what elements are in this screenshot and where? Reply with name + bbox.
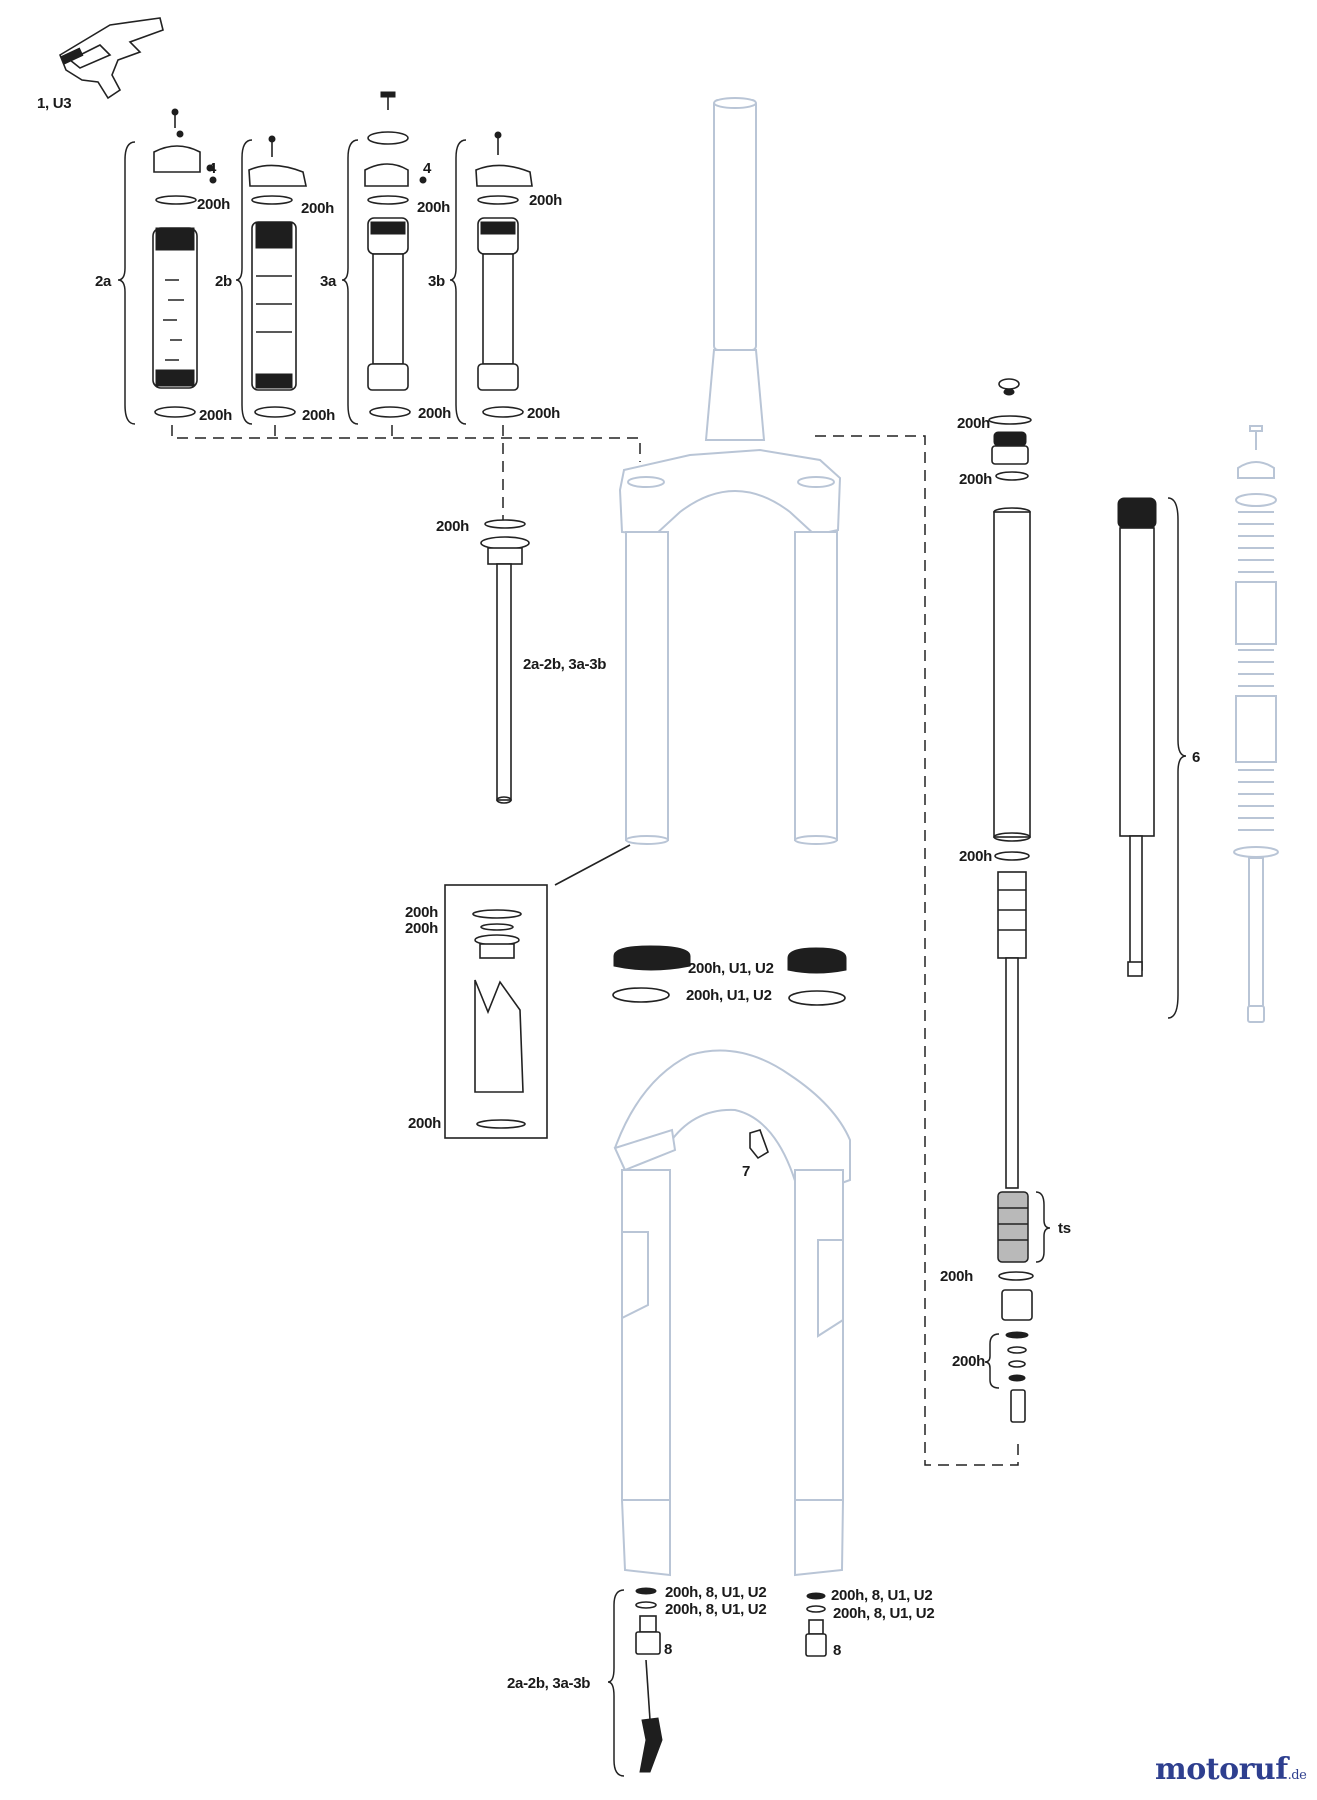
damper-base-valve bbox=[998, 1271, 1034, 1423]
label-200h-inset-1: 200h bbox=[405, 904, 438, 921]
label-200h-damper: 200h bbox=[959, 848, 992, 865]
label-200h-2b-bottom: 200h bbox=[302, 407, 335, 424]
cartridge-3a bbox=[364, 91, 427, 418]
brace-base-valve bbox=[984, 1333, 1000, 1389]
crown-steerer-uppers bbox=[618, 97, 842, 845]
label-8-right: 8 bbox=[833, 1642, 841, 1659]
brace-3b bbox=[449, 139, 467, 425]
label-200h-ts: 200h bbox=[940, 1268, 973, 1285]
label-8-left: 8 bbox=[664, 1641, 672, 1658]
brace-bottom bbox=[607, 1589, 625, 1777]
label-4-b: 4 bbox=[423, 160, 432, 177]
remote-lever-part bbox=[59, 17, 164, 100]
label-6: 6 bbox=[1192, 749, 1200, 766]
label-ts: ts bbox=[1058, 1220, 1071, 1237]
motoruf-watermark-logo: motoruf.de bbox=[1155, 1752, 1307, 1787]
label-2a: 2a bbox=[95, 273, 112, 290]
label-bottom-left-2: 200h, 8, U1, U2 bbox=[665, 1601, 766, 1618]
bottom-left-hardware bbox=[635, 1587, 663, 1773]
label-200h-3a-top: 200h bbox=[417, 199, 450, 216]
label-200h-2a-top: 200h bbox=[197, 196, 230, 213]
label-200h-3b-bottom: 200h bbox=[527, 405, 560, 422]
label-2b: 2b bbox=[215, 273, 232, 290]
brace-2b bbox=[235, 139, 253, 425]
label-seal-2: 200h, U1, U2 bbox=[686, 987, 772, 1004]
brace-2a bbox=[117, 141, 136, 425]
label-bottom-left-part: 2a-2b, 3a-3b bbox=[507, 1675, 590, 1692]
coil-spring-assembly bbox=[1233, 425, 1279, 1023]
damper-shaft-assembly bbox=[994, 851, 1030, 1263]
brace-ts bbox=[1035, 1191, 1051, 1263]
label-bottom-right-2: 200h, 8, U1, U2 bbox=[833, 1605, 934, 1622]
label-4-a: 4 bbox=[208, 160, 217, 177]
damper-top-cap bbox=[988, 378, 1032, 481]
damper-tube bbox=[993, 507, 1031, 842]
cartridge-2b bbox=[248, 135, 307, 418]
leader-top-left bbox=[171, 425, 641, 520]
logo-text: motoruf bbox=[1155, 1752, 1288, 1787]
label-200h-inset-3: 200h bbox=[408, 1115, 441, 1132]
air-shaft bbox=[480, 519, 530, 804]
inset-leader bbox=[554, 844, 631, 886]
brace-3a bbox=[341, 139, 359, 425]
brace-6 bbox=[1167, 497, 1187, 1019]
label-bottom-right-1: 200h, 8, U1, U2 bbox=[831, 1587, 932, 1604]
lower-legs bbox=[613, 1049, 851, 1577]
label-3b: 3b bbox=[428, 273, 445, 290]
label-7: 7 bbox=[742, 1163, 750, 1180]
bottom-right-hardware bbox=[805, 1592, 827, 1657]
label-200h-2a-bottom: 200h bbox=[199, 407, 232, 424]
label-200h-3b-top: 200h bbox=[529, 192, 562, 209]
label-200h-inset-2: 200h bbox=[405, 920, 438, 937]
label-1-u3: 1, U3 bbox=[37, 95, 71, 112]
label-shaft: 2a-2b, 3a-3b bbox=[523, 656, 606, 673]
leader-right bbox=[815, 435, 1019, 1466]
spring-cartridge-6 bbox=[1117, 497, 1157, 977]
label-200h-3a-bottom: 200h bbox=[418, 405, 451, 422]
label-200h-shaft: 200h bbox=[436, 518, 469, 535]
label-3a: 3a bbox=[320, 273, 337, 290]
cartridge-3b bbox=[475, 131, 533, 418]
part-7-clip bbox=[749, 1129, 769, 1160]
seal-parts bbox=[612, 945, 847, 1006]
logo-tld: .de bbox=[1287, 1768, 1307, 1783]
label-200h-brace: 200h bbox=[952, 1353, 985, 1370]
label-bottom-left-1: 200h, 8, U1, U2 bbox=[665, 1584, 766, 1601]
cartridge-2a bbox=[152, 108, 217, 418]
label-200h-cap-2: 200h bbox=[959, 471, 992, 488]
label-200h-cap-1: 200h bbox=[957, 415, 990, 432]
inset-box bbox=[444, 884, 548, 1139]
label-200h-2b-top: 200h bbox=[301, 200, 334, 217]
label-seal-1: 200h, U1, U2 bbox=[688, 960, 774, 977]
